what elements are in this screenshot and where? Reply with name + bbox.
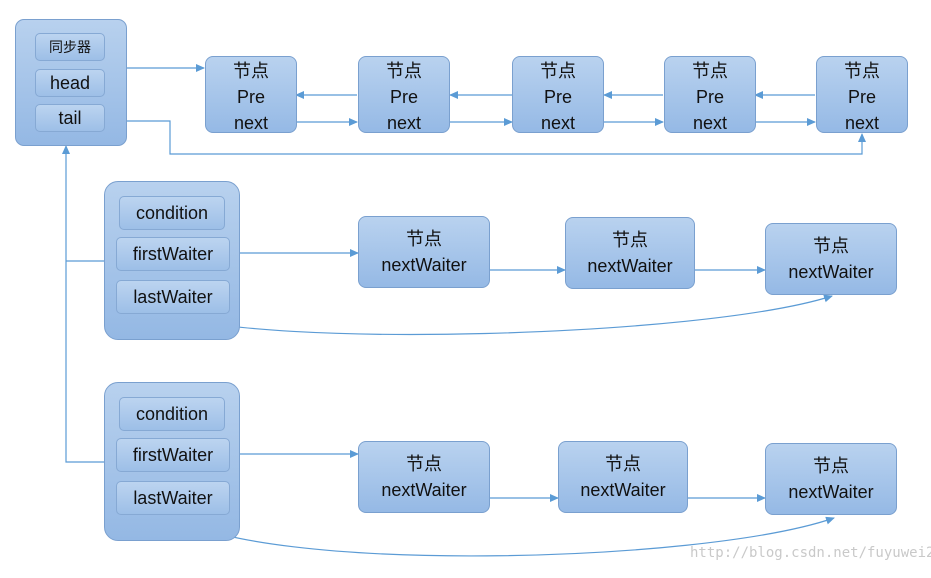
condition-field: condition [119, 196, 225, 230]
sync-node: 节点 Pre next [816, 56, 908, 133]
node-next: next [540, 113, 576, 133]
head-field: head [35, 69, 105, 97]
node-next-waiter: nextWaiter [580, 480, 666, 500]
last-waiter-field: lastWaiter [116, 481, 230, 515]
sync-node: 节点 Pre next [205, 56, 297, 133]
last-waiter-arrow [171, 294, 833, 336]
node-title: 节点 [605, 454, 641, 474]
first-waiter-field: firstWaiter [116, 438, 230, 472]
node-next-waiter: nextWaiter [587, 256, 673, 276]
watermark: http://blog.csdn.net/fuyuwei2015 [690, 545, 931, 561]
sync-node: 节点 Pre next [664, 56, 756, 133]
waiter-node: 节点 nextWaiter [765, 443, 897, 515]
synchronizer-box: 同步器 head tail [15, 19, 127, 146]
condition-object: condition firstWaiter lastWaiter [104, 382, 240, 541]
waiter-node: 节点 nextWaiter [565, 217, 695, 289]
last-waiter-field: lastWaiter [116, 280, 230, 314]
sync-node: 节点 Pre next [358, 56, 450, 133]
node-next: next [844, 113, 880, 133]
condition-field: condition [119, 397, 225, 431]
node-next: next [692, 113, 728, 133]
owner-link [62, 145, 104, 463]
tail-field: tail [35, 104, 105, 132]
waiter-node: 节点 nextWaiter [358, 441, 490, 513]
node-next-waiter: nextWaiter [788, 482, 874, 502]
node-title: 节点 [813, 236, 849, 256]
waiter-node: 节点 nextWaiter [358, 216, 490, 288]
node-title: 节点 [386, 61, 422, 81]
node-next: next [386, 113, 422, 133]
node-next-waiter: nextWaiter [381, 480, 467, 500]
node-title: 节点 [233, 61, 269, 81]
node-pre: Pre [389, 87, 418, 107]
node-title: 节点 [406, 229, 442, 249]
condition-object: condition firstWaiter lastWaiter [104, 181, 240, 340]
node-title: 节点 [813, 456, 849, 476]
node-pre: Pre [236, 87, 265, 107]
node-next-waiter: nextWaiter [788, 262, 874, 282]
node-title: 节点 [692, 61, 728, 81]
node-title: 节点 [612, 230, 648, 250]
node-pre: Pre [543, 87, 572, 107]
first-waiter-field: firstWaiter [116, 237, 230, 271]
tail-arrow [106, 120, 866, 155]
sync-node: 节点 Pre next [512, 56, 604, 133]
node-title: 节点 [406, 454, 442, 474]
node-pre: Pre [695, 87, 724, 107]
node-pre: Pre [847, 87, 876, 107]
waiter-node: 节点 nextWaiter [558, 441, 688, 513]
node-next: next [233, 113, 269, 133]
waiter-node: 节点 nextWaiter [765, 223, 897, 295]
synchronizer-title: 同步器 [35, 33, 105, 61]
node-title: 节点 [540, 61, 576, 81]
node-title: 节点 [844, 61, 880, 81]
node-next-waiter: nextWaiter [381, 255, 467, 275]
